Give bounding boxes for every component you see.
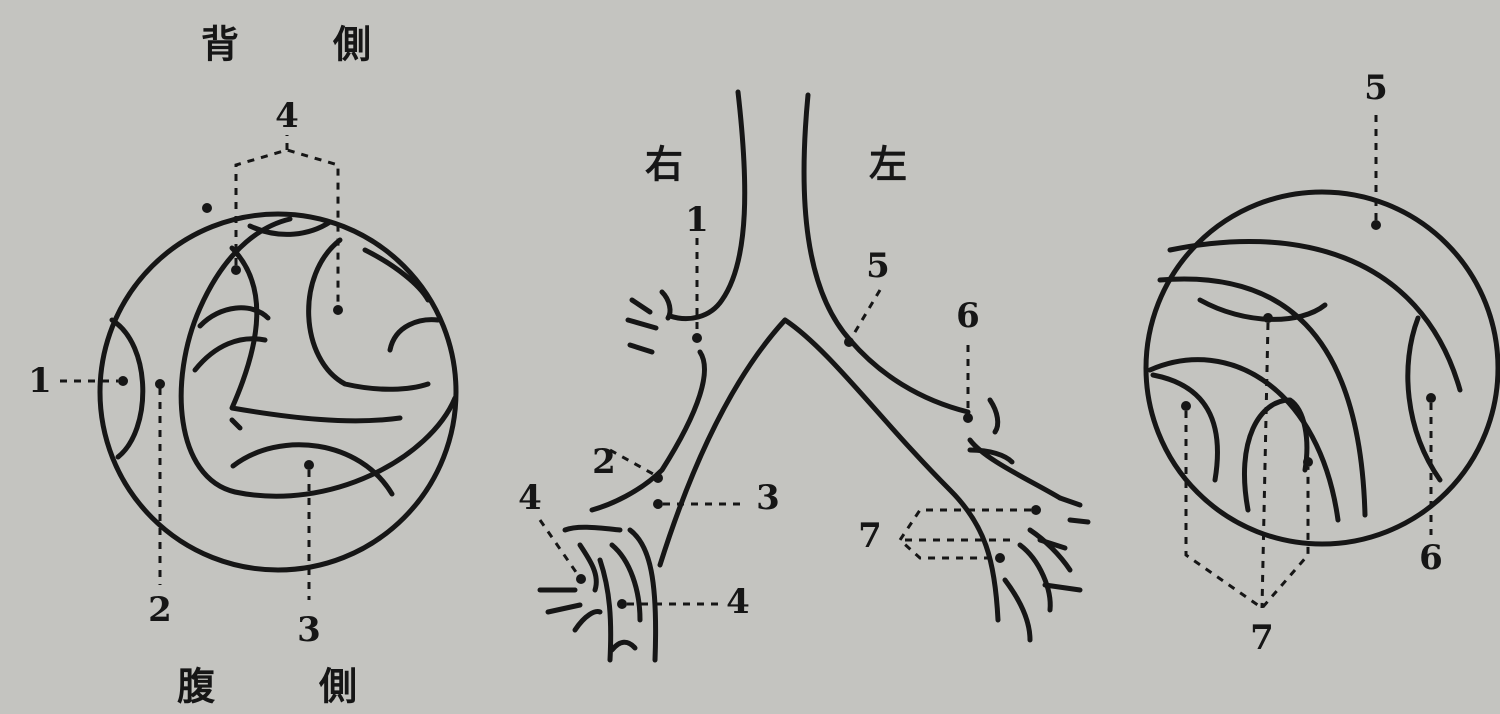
mid-dot-2	[653, 473, 663, 483]
mid-callout-5: 5	[866, 246, 890, 286]
mid-callout-2: 2	[592, 442, 616, 482]
right-lower-twig-b	[548, 605, 580, 612]
left-callout-1: 1	[28, 361, 52, 401]
right-lower-twig-d	[612, 642, 635, 650]
mid-dot-6	[963, 413, 973, 423]
right-upper-twig-c	[630, 345, 652, 352]
mid-dot-7b	[995, 553, 1005, 563]
left-outer-circle	[100, 214, 456, 570]
mid-leader-7-upper	[900, 510, 1031, 558]
left-segment-1-arc	[112, 320, 143, 457]
right-dot-7b	[1181, 401, 1191, 411]
mid-callout-4a: 4	[518, 478, 542, 518]
right-callout-6: 6	[1419, 538, 1443, 578]
right-dot-5	[1371, 220, 1381, 230]
left-dot-1	[118, 376, 128, 386]
left-bottom-label-char-2: 側	[318, 664, 357, 709]
right-lower-branch-c	[600, 560, 611, 660]
mid-dot-7a	[1031, 505, 1041, 515]
right-leader-7-center	[1262, 323, 1268, 608]
left-bottom-label-char-1: 腹	[177, 664, 216, 709]
right-cross-section: 5 6 7	[1146, 68, 1498, 658]
left-right-arc-b	[390, 320, 438, 350]
mid-callout-1: 1	[685, 200, 709, 240]
left-dot-2	[155, 379, 165, 389]
left-top-label-char-1: 背	[201, 22, 239, 67]
right-lower-branch-a	[565, 527, 620, 530]
mid-callout-6: 6	[956, 296, 980, 336]
right-upper-twig-a	[632, 300, 650, 312]
left-top-arc	[250, 222, 330, 234]
left-twig-e	[1005, 580, 1030, 640]
left-dot-3	[304, 460, 314, 470]
right-callout-7: 7	[1250, 618, 1274, 658]
mid-dot-3	[653, 499, 663, 509]
mid-leader-5	[852, 290, 880, 337]
right-dot-7a	[1263, 313, 1273, 323]
left-callout-2: 2	[148, 590, 172, 630]
right-lower-branch-b	[612, 545, 640, 620]
carina-inner-walls	[660, 320, 998, 620]
right-callout-5: 5	[1364, 68, 1388, 108]
right-segment-5-boundary	[1170, 241, 1460, 390]
left-twig-d	[1020, 545, 1050, 610]
mid-callout-7: 7	[858, 516, 882, 556]
left-dot-4b	[333, 305, 343, 315]
mid-dot-5	[844, 337, 854, 347]
middle-bronchial-tree: 右 左 1 2 3 4 4 5 6 7	[518, 92, 1088, 660]
left-tick-mark	[232, 420, 240, 428]
right-side-label: 右	[645, 142, 683, 187]
left-twig-a	[1060, 498, 1080, 505]
right-upper-twig-b	[628, 320, 656, 328]
right-upper-twig-d	[662, 292, 670, 318]
right-lower-branch-d	[630, 530, 656, 660]
left-twig-b	[1070, 520, 1088, 522]
mid-dot-4b	[617, 599, 627, 609]
mid-dot-1	[692, 333, 702, 343]
left-callout-4: 4	[275, 96, 299, 136]
right-dot-7c	[1303, 457, 1313, 467]
left-stray-dot	[202, 203, 212, 213]
left-cross-section: 背 側 腹 側 1 2 3 4	[28, 22, 456, 709]
left-dot-4a	[231, 265, 241, 275]
mid-dot-4a	[576, 574, 586, 584]
right-lower-twig-c	[575, 612, 600, 630]
mid-leader-2	[610, 450, 655, 475]
mid-callout-3: 3	[756, 478, 780, 518]
left-segment-3-arc	[233, 445, 392, 494]
right-dot-6	[1426, 393, 1436, 403]
right-arc-c	[1200, 300, 1325, 319]
right-arc-b	[1160, 279, 1365, 515]
left-upper-twig-a	[990, 400, 998, 432]
left-segment-4b-arc	[309, 240, 428, 389]
left-top-label-char-2: 側	[332, 22, 371, 67]
left-side-label: 左	[869, 142, 907, 187]
mid-callout-4b: 4	[726, 582, 750, 622]
left-callout-3: 3	[297, 610, 321, 650]
